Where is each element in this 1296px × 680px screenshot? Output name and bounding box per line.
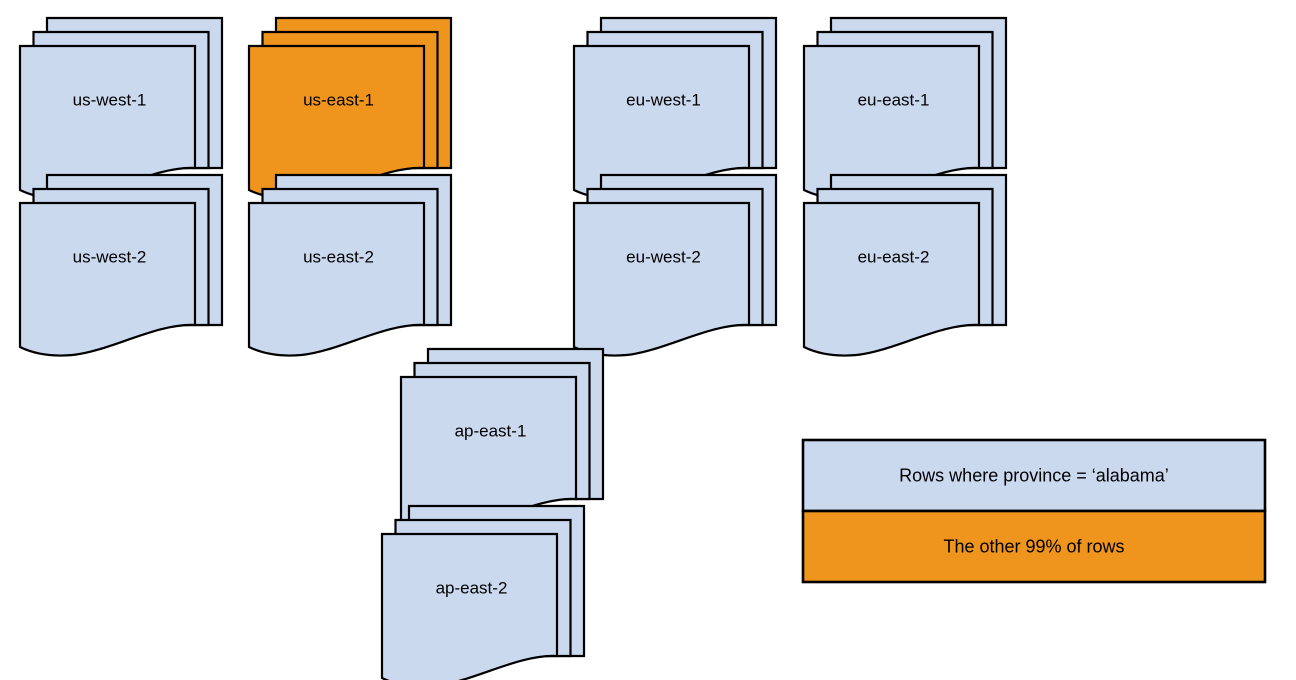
- region-stack-eu-west-2[interactable]: eu-west-2: [572, 173, 778, 357]
- legend-swatch-orange: [801, 509, 1267, 584]
- legend-label-legend-orange: The other 99% of rows: [943, 536, 1124, 556]
- legend-item-legend-blue: Rows where province = ‘alabama’: [801, 438, 1267, 513]
- region-label-ap-east-2: ap-east-2: [436, 578, 508, 597]
- region-label-us-east-1: us-east-1: [303, 90, 374, 109]
- stack-sheet-front: [380, 532, 559, 680]
- region-label-eu-east-2: eu-east-2: [858, 247, 930, 266]
- stack-sheet-front: [802, 201, 981, 357]
- legend-group: Rows where province = ‘alabama’ The other…: [801, 438, 1267, 584]
- region-stack-us-west-1[interactable]: us-west-1: [18, 16, 224, 200]
- region-stack-eu-east-2[interactable]: eu-east-2: [802, 173, 1008, 357]
- region-stack-eu-east-1[interactable]: eu-east-1: [802, 16, 1008, 200]
- region-stack-eu-west-1[interactable]: eu-west-1: [572, 16, 778, 200]
- region-stack-us-east-1[interactable]: us-east-1: [247, 16, 453, 200]
- stack-sheet-front: [247, 201, 426, 357]
- region-label-us-west-2: us-west-2: [73, 247, 147, 266]
- region-label-ap-east-1: ap-east-1: [455, 421, 527, 440]
- region-stacks-group: us-west-1 us-east-1 eu-west-1 eu-east-1 us-w…: [18, 16, 1008, 680]
- region-label-eu-west-1: eu-west-1: [626, 90, 701, 109]
- region-label-eu-east-1: eu-east-1: [858, 90, 930, 109]
- region-stack-ap-east-1[interactable]: ap-east-1: [399, 347, 605, 531]
- region-label-eu-west-2: eu-west-2: [626, 247, 701, 266]
- stack-sheet-front: [18, 201, 197, 357]
- region-stack-us-east-2[interactable]: us-east-2: [247, 173, 453, 357]
- legend-label-legend-blue: Rows where province = ‘alabama’: [899, 465, 1169, 485]
- region-label-us-west-1: us-west-1: [73, 90, 147, 109]
- legend-swatch-blue: [801, 438, 1267, 513]
- stack-sheet-front: [572, 201, 751, 357]
- region-stack-ap-east-2[interactable]: ap-east-2: [380, 504, 586, 680]
- region-stack-us-west-2[interactable]: us-west-2: [18, 173, 224, 357]
- legend-item-legend-orange: The other 99% of rows: [801, 509, 1267, 584]
- region-label-us-east-2: us-east-2: [303, 247, 374, 266]
